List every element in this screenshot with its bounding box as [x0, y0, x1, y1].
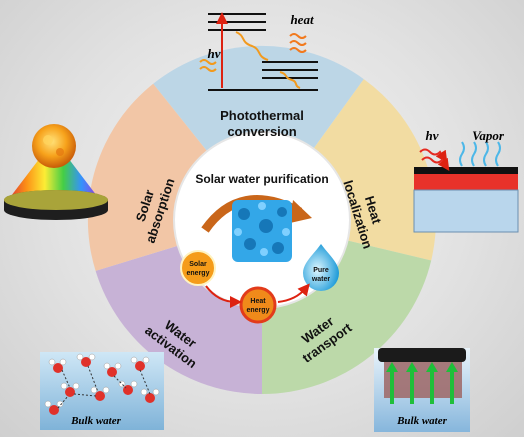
bulk-water-left-label: Bulk water — [70, 415, 122, 427]
heat-energy-line1: Heat — [250, 298, 266, 305]
label-photothermal-line1: Photothermal — [220, 108, 304, 123]
arrow-heat-to-water — [277, 283, 310, 303]
hv-label-top: hv — [208, 46, 221, 61]
bulk-water-right-inset: Bulk water — [374, 348, 470, 432]
solar-energy-icon: Solar energy — [180, 250, 216, 286]
hv-label-right: hv — [426, 128, 439, 143]
heat-energy-icon: Heat energy — [239, 286, 277, 324]
solar-energy-line2: energy — [187, 270, 210, 277]
energy-level-inset: hv heat — [199, 12, 318, 91]
evaporation-inset: hv Vapor — [413, 128, 519, 233]
arrow-solar-to-heat — [205, 285, 242, 308]
bulk-water-left-inset: Bulk water — [40, 352, 164, 430]
heat-label: heat — [290, 12, 314, 27]
porous-material-icon — [232, 200, 292, 262]
solar-energy-line1: Solar — [189, 261, 207, 268]
solar-absorber-inset — [4, 124, 108, 220]
center-title: Solar water purification — [195, 172, 328, 186]
curved-arrow-head — [290, 200, 312, 223]
pure-water-drop-icon: Pure water — [303, 244, 339, 291]
heat-energy-line2: energy — [247, 307, 270, 314]
pure-water-line2: water — [311, 276, 331, 283]
pure-water-line1: Pure — [313, 267, 329, 274]
vapor-label: Vapor — [472, 128, 505, 143]
bulk-water-right-label: Bulk water — [396, 415, 448, 427]
label-photothermal-line2: conversion — [227, 124, 296, 139]
sun-icon — [32, 124, 76, 168]
